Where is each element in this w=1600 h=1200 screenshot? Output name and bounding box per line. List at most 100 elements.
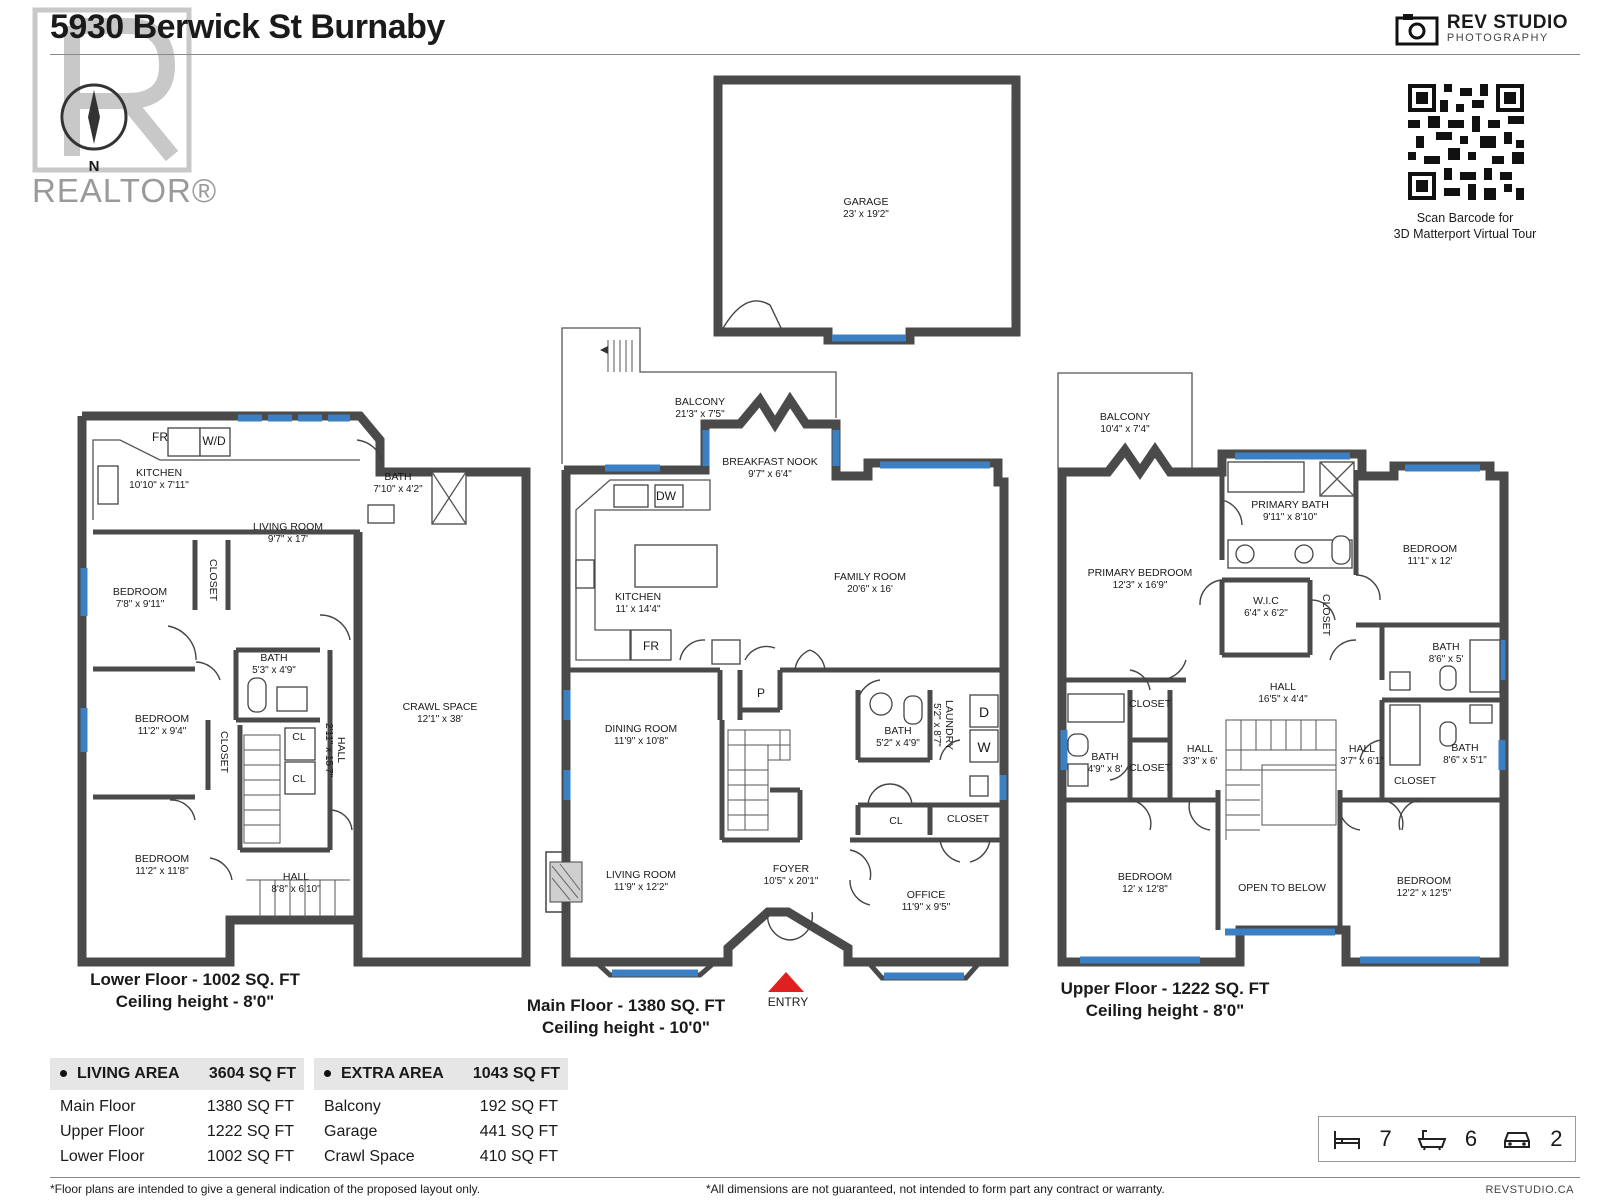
brand-name: REV STUDIO xyxy=(1446,12,1568,33)
room-name: CRAWL SPACE xyxy=(403,701,478,713)
room-dim: 9'7" x 17' xyxy=(268,534,308,545)
row-value: 441 SQ FT xyxy=(479,1122,558,1140)
row-value: 1222 SQ FT xyxy=(206,1122,294,1140)
bullet-icon xyxy=(324,1070,331,1078)
room-dim: 3'7" x 6'1" xyxy=(1340,756,1384,767)
room-dim: 3'3" x 6' xyxy=(1183,756,1218,767)
row-label: Main Floor xyxy=(60,1097,136,1115)
extra-area-header: EXTRA AREA 1043 SQ FT xyxy=(314,1058,568,1090)
room-name: HALL xyxy=(1187,743,1213,755)
room-dim: 11'9" x 10'8" xyxy=(614,736,669,747)
room-name: FOYER xyxy=(773,863,810,875)
beds-count: 7 xyxy=(1332,1126,1392,1152)
extra-area-title: EXTRA AREA xyxy=(341,1065,444,1082)
room-dim: 10'4" x 7'4" xyxy=(1100,424,1150,435)
main-floor-ceiling: Ceiling height - 10'0" xyxy=(542,1018,710,1037)
room-name: BEDROOM xyxy=(113,586,167,598)
room-name: W.I.C xyxy=(1253,595,1279,607)
room-dim: 10'5" x 20'1" xyxy=(764,876,819,887)
room-dim: 4'9" x 8' xyxy=(1088,764,1123,775)
compass-icon: N xyxy=(60,83,128,175)
qr-caption-line-1: Scan Barcode for xyxy=(1416,211,1514,225)
extra-area-total: 1043 SQ FT xyxy=(472,1065,560,1082)
fridge-label: FR xyxy=(643,639,659,653)
brand-logo: REV STUDIO PHOTOGRAPHY xyxy=(1395,12,1568,46)
room-dim: 12'3" x 16'9" xyxy=(1113,580,1168,591)
room-name: BREAKFAST NOOK xyxy=(722,456,818,468)
room-dim: 5'3" x 4'9" xyxy=(252,665,296,676)
closet-label: CL xyxy=(292,773,306,785)
row-value: 410 SQ FT xyxy=(479,1147,558,1165)
upper-floor-caption: Upper Floor - 1222 SQ. FT xyxy=(1061,979,1270,998)
footer-website: REVSTUDIO.CA xyxy=(1485,1184,1574,1196)
room-name: PRIMARY BATH xyxy=(1251,499,1329,511)
living-area-total: 3604 SQ FT xyxy=(208,1065,296,1082)
parking-value: 2 xyxy=(1550,1126,1563,1151)
washer-dryer-label: W/D xyxy=(202,434,226,448)
room-name: OPEN TO BELOW xyxy=(1238,882,1326,894)
pantry-label: P xyxy=(757,686,765,700)
room-name: BATH xyxy=(1451,742,1478,754)
closet-label: CLOSET xyxy=(207,559,219,602)
bullet-icon xyxy=(60,1070,67,1078)
bathtub-icon xyxy=(1417,1130,1447,1151)
room-name: BATH xyxy=(884,725,911,737)
room-name: LIVING ROOM xyxy=(253,521,323,533)
realtor-logo xyxy=(32,6,212,216)
room-name: LIVING ROOM xyxy=(606,869,676,881)
closet-label: CLOSET xyxy=(1320,594,1332,637)
beds-value: 7 xyxy=(1379,1126,1392,1151)
dryer-label: D xyxy=(979,704,989,720)
room-dim: 23' x 19'2" xyxy=(843,209,889,220)
room-dim: 7'8" x 9'11" xyxy=(116,599,165,610)
room-dim: 8'8" x 6'10" xyxy=(271,884,321,895)
realtor-wordmark: REALTOR® xyxy=(32,172,218,209)
room-name: HALL xyxy=(1270,681,1296,693)
closet-label: CLOSET xyxy=(1129,762,1172,774)
room-name: OFFICE xyxy=(907,889,946,901)
row-label: Lower Floor xyxy=(60,1147,145,1165)
main-floor-plan: GARAGE 23' x 19'2" BALCONY 21'3" x 7'5" xyxy=(527,75,1021,1037)
closet-label: CL xyxy=(889,815,903,827)
row-value: 1002 SQ FT xyxy=(206,1147,294,1165)
living-area-title: LIVING AREA xyxy=(77,1065,180,1082)
upper-floor-ceiling: Ceiling height - 8'0" xyxy=(1086,1001,1245,1020)
main-floor-caption: Main Floor - 1380 SQ. FT xyxy=(527,996,726,1015)
room-name: BEDROOM xyxy=(135,853,189,865)
room-dim: 21'3" x 7'5" xyxy=(675,409,725,420)
room-name: BEDROOM xyxy=(1118,871,1172,883)
room-dim: 20'6" x 16' xyxy=(847,584,893,595)
room-name: BATH xyxy=(384,471,411,483)
room-dim: 12'1" x 38' xyxy=(417,714,463,725)
footer-disclaimer-right: *All dimensions are not guaranteed, not … xyxy=(706,1182,1165,1196)
room-name: BATH xyxy=(1432,641,1459,653)
qr-code-icon xyxy=(1408,84,1524,200)
footer-divider xyxy=(50,1177,1580,1178)
room-dim: 11'9" x 12'2" xyxy=(614,882,669,893)
closet-label: CLOSET xyxy=(1394,775,1437,787)
baths-value: 6 xyxy=(1464,1126,1478,1151)
bed-icon xyxy=(1333,1131,1360,1149)
row-value: 192 SQ FT xyxy=(479,1097,558,1115)
qr-caption: Scan Barcode for 3D Matterport Virtual T… xyxy=(1360,210,1570,242)
room-dim: 11'9" x 9'5" xyxy=(902,902,951,913)
room-dim: 8'6" x 5' xyxy=(1429,654,1464,665)
fridge-label: FR xyxy=(152,430,168,444)
room-dim: 10'10" x 7'11" xyxy=(129,480,189,491)
room-dim: 8'6" x 5'1" xyxy=(1443,755,1487,766)
living-area-header: LIVING AREA 3604 SQ FT xyxy=(50,1058,304,1090)
qr-caption-line-2: 3D Matterport Virtual Tour xyxy=(1393,227,1537,241)
room-name: BEDROOM xyxy=(1397,875,1451,887)
room-name: FAMILY ROOM xyxy=(834,571,906,583)
room-dim: 11'2" x 11'8" xyxy=(135,866,189,877)
header-divider xyxy=(50,54,1580,55)
room-name: BATH xyxy=(1091,751,1118,763)
closet-label: CL xyxy=(292,731,306,743)
upper-floor-plan: BALCONY 10'4" x 7'4" xyxy=(1057,372,1509,1020)
room-name: BEDROOM xyxy=(1403,543,1457,555)
room-dim: 2'11" x 15'7" xyxy=(323,723,334,778)
